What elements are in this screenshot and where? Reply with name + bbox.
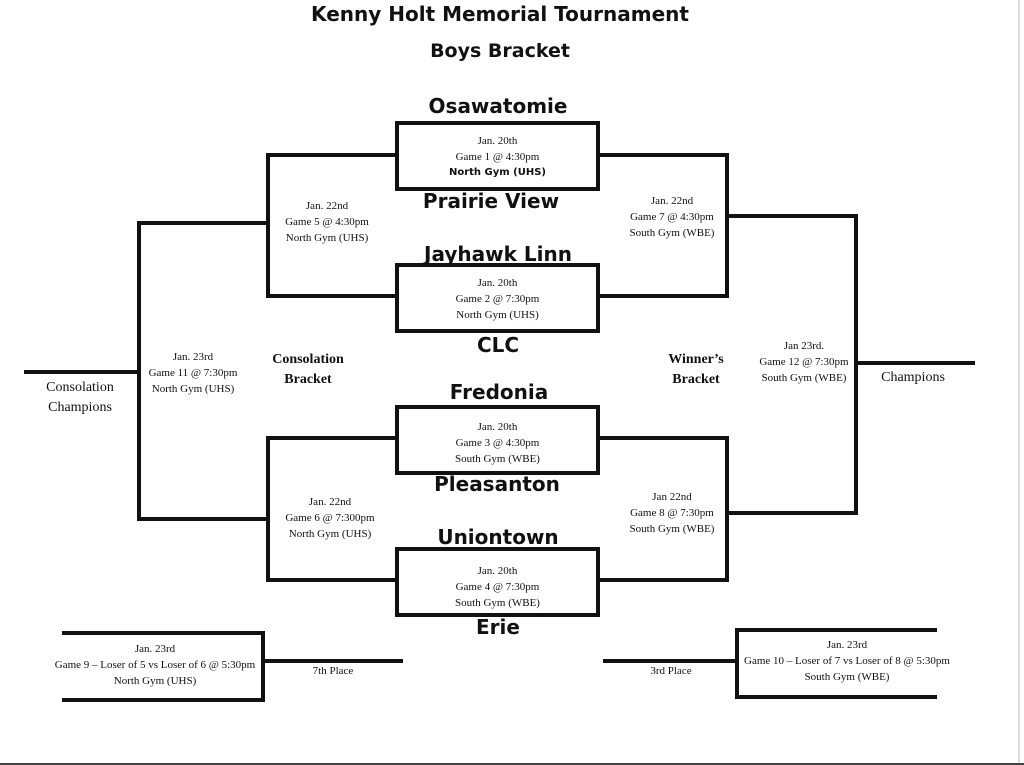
winners-bracket-label-line1: Winner’s bbox=[668, 352, 724, 367]
game-8-info: Jan 22nd Game 8 @ 7:30pm South Gym (WBE) bbox=[612, 489, 732, 537]
game-5-info: Jan. 22nd Game 5 @ 4:30pm North Gym (UHS… bbox=[270, 198, 384, 246]
bottom-edge-divider bbox=[0, 763, 1024, 765]
game-3-info: Jan. 20th Game 3 @ 4:30pm South Gym (WBE… bbox=[399, 419, 596, 467]
game-7-venue: South Gym (WBE) bbox=[629, 227, 715, 239]
team-clc: CLC bbox=[476, 333, 520, 357]
game-7-date: Jan. 22nd bbox=[650, 195, 694, 207]
champions-label: Champions bbox=[881, 370, 945, 385]
third-place-label: 3rd Place bbox=[650, 665, 692, 677]
team-fredonia: Fredonia bbox=[449, 380, 549, 404]
game-11-time: Game 11 @ 7:30pm bbox=[148, 367, 238, 379]
game-4-date: Jan. 20th bbox=[477, 565, 518, 577]
game-8-venue: South Gym (WBE) bbox=[629, 523, 715, 535]
game-11-venue: North Gym (UHS) bbox=[151, 383, 235, 395]
consolation-champions-label-line2: Champions bbox=[48, 400, 112, 415]
consolation-bracket-label: Consolation Bracket bbox=[262, 350, 354, 390]
game-1-date: Jan. 20th bbox=[477, 135, 518, 147]
game-9-bracket bbox=[62, 631, 265, 702]
game-8-date: Jan 22nd bbox=[652, 491, 692, 503]
game-2-time: Game 2 @ 7:30pm bbox=[455, 293, 540, 305]
game-12-venue: South Gym (WBE) bbox=[761, 372, 847, 384]
consolation-champions-label: Consolation Champions bbox=[34, 378, 126, 418]
game-2-venue: North Gym (UHS) bbox=[456, 309, 539, 321]
winners-bracket-label: Winner’s Bracket bbox=[655, 350, 737, 390]
game-6-time: Game 6 @ 7:300pm bbox=[285, 512, 375, 524]
game-9-info: Jan. 23rd Game 9 – Loser of 5 vs Loser o… bbox=[48, 641, 262, 689]
game-5-time: Game 5 @ 4:30pm bbox=[285, 216, 369, 228]
right-edge-divider bbox=[1018, 0, 1020, 765]
game-1-time: Game 1 @ 4:30pm bbox=[455, 151, 540, 163]
game-10-date: Jan. 23rd bbox=[826, 639, 868, 651]
game-2-date: Jan. 20th bbox=[477, 277, 518, 289]
game-11-date: Jan. 23rd bbox=[172, 351, 214, 363]
game-7-time: Game 7 @ 4:30pm bbox=[630, 211, 714, 223]
page-title: Kenny Holt Memorial Tournament bbox=[311, 2, 689, 26]
game-9-matchup: Game 9 – Loser of 5 vs Loser of 6 @ 5:30… bbox=[54, 659, 256, 671]
game-12-date: Jan 23rd. bbox=[783, 340, 825, 352]
game-10-bracket bbox=[735, 628, 937, 699]
game-8-bracket bbox=[596, 436, 729, 582]
game-1-venue: North Gym (UHS) bbox=[448, 167, 546, 178]
game-6-venue: North Gym (UHS) bbox=[288, 528, 372, 540]
game-3-time: Game 3 @ 4:30pm bbox=[455, 437, 540, 449]
team-prairie-view: Prairie View bbox=[422, 189, 560, 213]
consolation-bracket-label-line1: Consolation bbox=[272, 352, 344, 367]
game-1-info: Jan. 20th Game 1 @ 4:30pm North Gym (UHS… bbox=[399, 133, 596, 181]
team-uniontown: Uniontown bbox=[437, 525, 559, 549]
game-12-info: Jan 23rd. Game 12 @ 7:30pm South Gym (WB… bbox=[744, 338, 864, 386]
game-5-bracket bbox=[266, 153, 399, 298]
team-pleasanton: Pleasanton bbox=[434, 472, 560, 496]
game-5-date: Jan. 22nd bbox=[305, 200, 349, 212]
game-10-info: Jan. 23rd Game 10 – Loser of 7 vs Loser … bbox=[736, 637, 958, 685]
game-4-time: Game 4 @ 7:30pm bbox=[455, 581, 540, 593]
consolation-champions-label-line1: Consolation bbox=[46, 380, 114, 395]
team-jayhawk-linn: Jayhawk Linn bbox=[424, 242, 572, 266]
game-3-venue: South Gym (WBE) bbox=[455, 453, 540, 465]
game-4-venue: South Gym (WBE) bbox=[455, 597, 540, 609]
game-7-bracket bbox=[596, 153, 729, 298]
game-4-info: Jan. 20th Game 4 @ 7:30pm South Gym (WBE… bbox=[399, 563, 596, 611]
game-5-venue: North Gym (UHS) bbox=[285, 232, 369, 244]
game-8-time: Game 8 @ 7:30pm bbox=[630, 507, 714, 519]
game-3-date: Jan. 20th bbox=[477, 421, 518, 433]
game-6-date: Jan. 22nd bbox=[308, 496, 352, 508]
game-9-date: Jan. 23rd bbox=[134, 643, 176, 655]
team-osawatomie: Osawatomie bbox=[428, 94, 568, 118]
game-2-info: Jan. 20th Game 2 @ 7:30pm North Gym (UHS… bbox=[399, 275, 596, 323]
game-9-venue: North Gym (UHS) bbox=[113, 675, 197, 687]
seventh-place-label: 7th Place bbox=[312, 665, 354, 677]
winners-bracket-label-line2: Bracket bbox=[672, 372, 720, 387]
game-11-info: Jan. 23rd Game 11 @ 7:30pm North Gym (UH… bbox=[140, 349, 246, 397]
game-6-info: Jan. 22nd Game 6 @ 7:300pm North Gym (UH… bbox=[270, 494, 390, 542]
consolation-bracket-label-line2: Bracket bbox=[284, 372, 332, 387]
game-10-matchup: Game 10 – Loser of 7 vs Loser of 8 @ 5:3… bbox=[744, 655, 950, 667]
game-12-time: Game 12 @ 7:30pm bbox=[759, 356, 849, 368]
game-6-bracket bbox=[266, 436, 399, 582]
game-10-venue: South Gym (WBE) bbox=[804, 671, 890, 683]
page-subtitle: Boys Bracket bbox=[430, 40, 570, 62]
game-7-info: Jan. 22nd Game 7 @ 4:30pm South Gym (WBE… bbox=[612, 193, 732, 241]
team-erie: Erie bbox=[476, 615, 520, 639]
